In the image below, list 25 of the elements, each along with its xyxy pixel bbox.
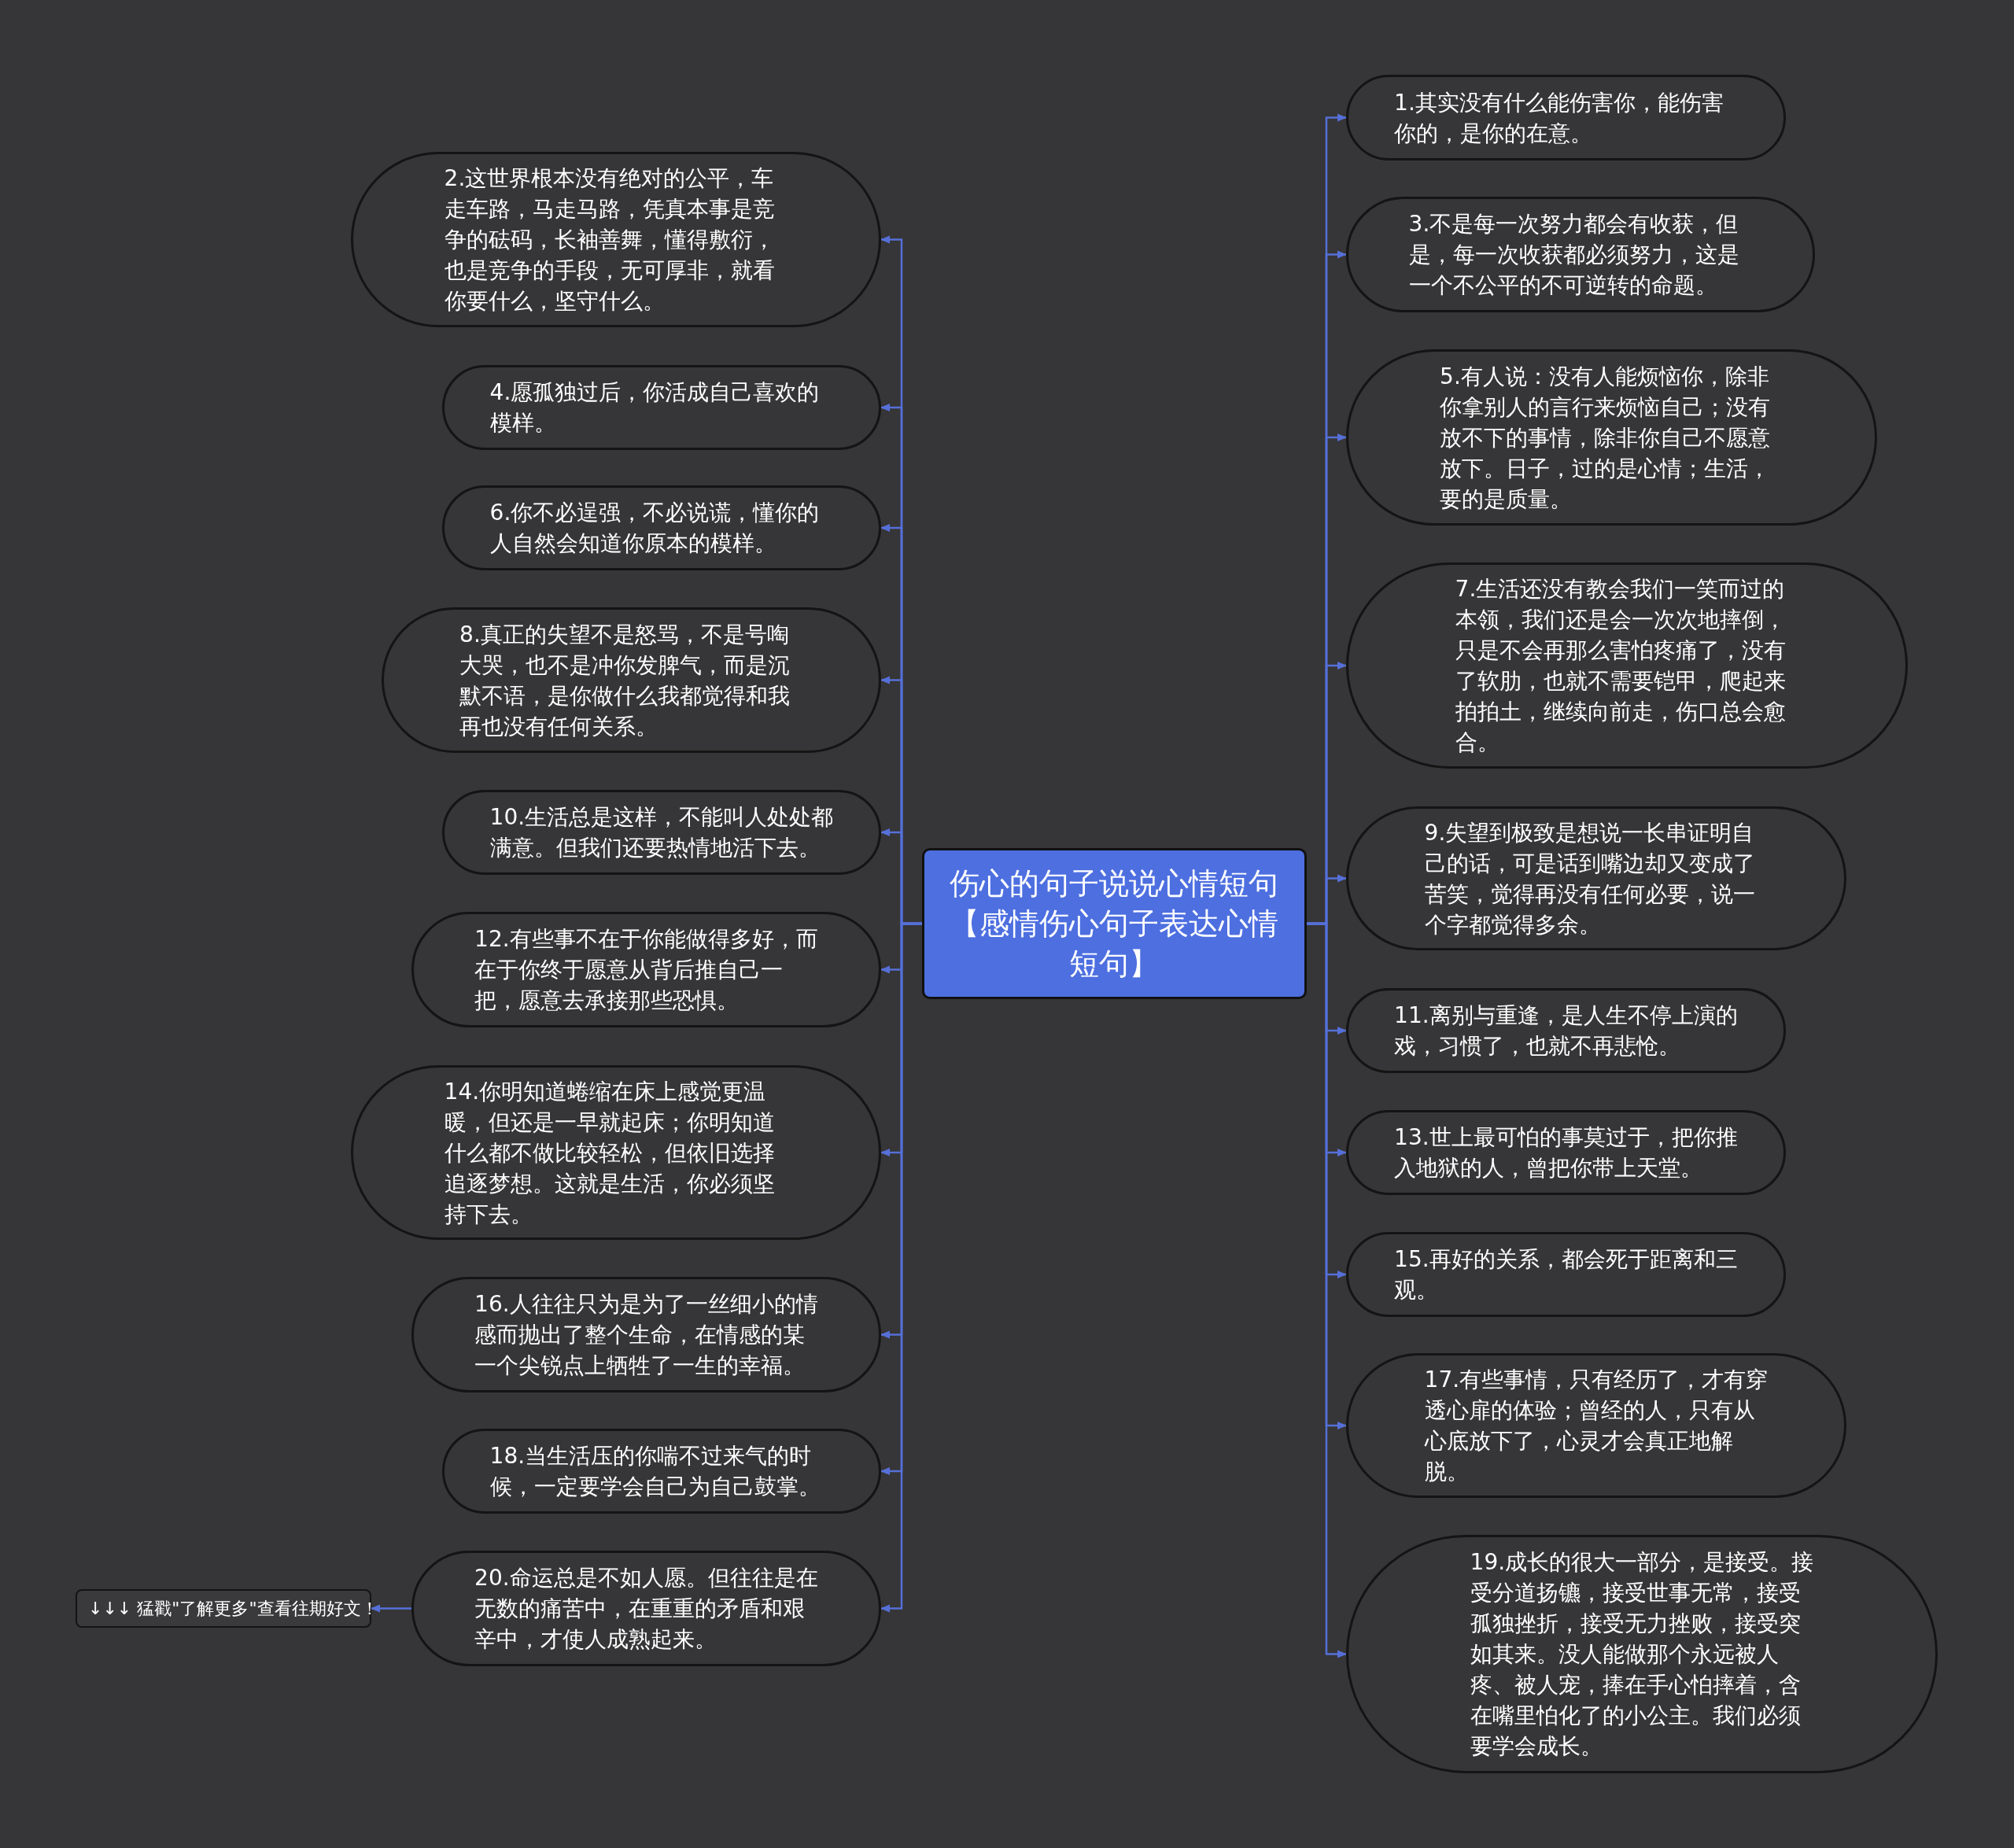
quote-text: 17.有些事情，只有经历了，才有穿透心扉的体验；曾经的人，只有从心底放下了，心灵才会真正地解脱。 bbox=[1424, 1366, 1769, 1486]
note-box bbox=[76, 1589, 371, 1628]
quote-text: 6.你不必逞强，不必说谎，懂你的人自然会知道你原本的模样。 bbox=[489, 499, 821, 558]
quote-text: 10.生活总是这样，不能叫人处处都满意。但我们还要热情地活下去。 bbox=[489, 803, 834, 862]
quote-text: 12.有些事不在于你能做得多好，而在于你终于愿意从背后推自己一把，愿意去承接那些恐惧。 bbox=[474, 925, 818, 1015]
quote-text: 5.有人说：没有人能烦恼你，除非你拿别人的言行来烦恼自己；没有放不下的事情，除非你自己不愿意放下。日子，过的是心情；生活，要的是质量。 bbox=[1440, 362, 1772, 514]
quote-text: 9.失望到极致是想说一长串证明自己的话，可是话到嘴边却又变成了苦笑，觉得再没有任何必要，说一个字都觉得多余。 bbox=[1424, 818, 1756, 939]
quote-text: 8.真正的失望不是怒骂，不是号啕大哭，也不是冲你发脾气，而是沉默不语，是你做什么我都觉得和我再也没有任何关系。 bbox=[459, 620, 791, 741]
note-text: ↓↓↓ 猛戳"了解更多"查看往期好文！ bbox=[88, 1597, 378, 1620]
quote-text: 4.愿孤独过后，你活成自己喜欢的模样。 bbox=[489, 378, 821, 437]
quote-text: 20.命运总是不如人愿。但往往是在无数的痛苦中，在重重的矛盾和艰辛中，才使人成熟起来。 bbox=[474, 1564, 818, 1654]
connector-arrow bbox=[370, 1604, 411, 1613]
quote-text: 7.生活还没有教会我们一笑而过的本领，我们还是会一次次地摔倒，只是不会再那么害怕疼痛了，没有了软肋，也就不需要铠甲，爬起来拍拍土，继续向前走，伤口总会愈合。 bbox=[1455, 575, 1787, 757]
quote-text: 15.再好的关系，都会死于距离和三观。 bbox=[1394, 1245, 1738, 1304]
topic-box bbox=[922, 848, 1307, 999]
topic-text: 伤心的句子说说心情短句【感情伤心句子表达心情短句】 bbox=[949, 865, 1280, 983]
quote-text: 19.成长的很大一部分，是接受。接受分道扬镳，接受世事无常，接受孤独挫折，接受无力挫败，接受突如其来。没人能做那个永远被人疼、被人宠，捧在手心怕摔着，含在嘴里怕化了的小公主。我们必须要学会成长。 bbox=[1470, 1548, 1814, 1761]
quote-text: 3.不是每一次努力都会有收获，但是，每一次收获都必须努力，这是一个不公平的不可逆转的命题。 bbox=[1408, 210, 1740, 300]
quote-text: 14.你明知道蜷缩在床上感觉更温暖，但还是一早就起床；你明知道什么都不做比较轻松，但依旧选择追逐梦想。这就是生活，你必须坚持下去。 bbox=[444, 1077, 776, 1229]
quote-text: 2.这世界根本没有绝对的公平，车走车路，马走马路，凭真本事是竞争的砝码，长袖善舞，懂得敷衍，也是竞争的手段，无可厚非，就看你要什么，坚守什么。 bbox=[444, 164, 776, 315]
quote-text: 18.当生活压的你喘不过来气的时候，一定要学会自己为自己鼓掌。 bbox=[489, 1442, 821, 1501]
quote-text: 1.其实没有什么能伤害你，能伤害你的，是你的在意。 bbox=[1394, 88, 1724, 148]
quote-text: 13.世上最可怕的事莫过于，把你推入地狱的人，曾把你带上天堂。 bbox=[1394, 1123, 1738, 1182]
quote-text: 11.离别与重逢，是人生不停上演的戏，习惯了，也就不再悲怆。 bbox=[1394, 1001, 1738, 1060]
quote-text: 16.人往往只为是为了一丝细小的情感而抛出了整个生命，在情感的某一个尖锐点上牺牲了一生的幸福。 bbox=[474, 1290, 818, 1380]
